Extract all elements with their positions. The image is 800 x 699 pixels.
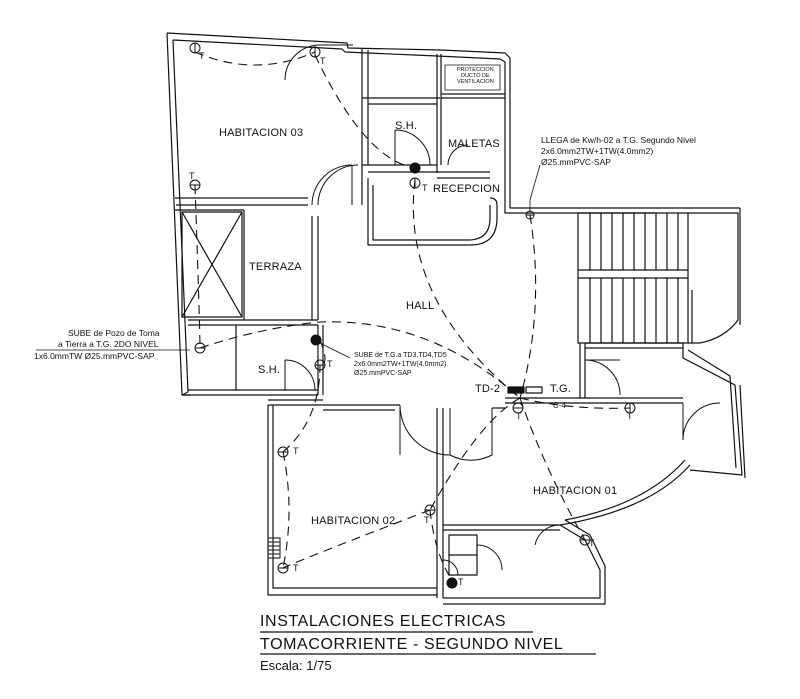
outlet-tag: T	[320, 56, 326, 66]
note-llega-line2: 2x6.0mm2TW+1TW(4.0mm2)	[541, 146, 654, 156]
outlet-tag: T	[199, 51, 205, 61]
title-underlines	[260, 631, 596, 655]
note-sube-tg-line3: Ø25.mmPVC-SAP	[354, 370, 412, 377]
panel-tag-tg: T.G.	[550, 383, 571, 395]
stairs	[577, 207, 746, 479]
scale-label: Escala: 1/75	[260, 658, 332, 673]
interior-walls	[175, 48, 691, 605]
leader-lines	[36, 164, 541, 359]
room-label-sh-left: S.H.	[258, 364, 281, 376]
door-swings	[284, 44, 721, 576]
note-llega-line1: LLEGA de Kw/h-02 a T.G. Segundo Nivel	[541, 135, 696, 145]
proteccion-box	[444, 64, 501, 91]
outlet-tag: T	[293, 563, 299, 573]
room-label-habitacion-01: HABITACION 01	[533, 485, 618, 497]
note-sube-pozo-line2: a Tierra a T.G. 2DO NIVEL	[58, 339, 159, 349]
room-label-terraza: TERRAZA	[249, 261, 302, 273]
note-llega-line3: Ø25.mmPVC-SAP	[541, 157, 611, 167]
outlet-tag: T	[424, 515, 430, 525]
exterior-walls	[166, 32, 655, 396]
room-label-sh-top: S.H.	[395, 120, 418, 132]
note-proteccion: PROTECCION DUCTO DE VENTILACION	[457, 67, 494, 85]
outlet-tag: T	[189, 171, 195, 181]
room-label-habitacion-02: HABITACION 02	[311, 515, 396, 527]
outlet-tag: T	[458, 577, 464, 587]
title-line-2: TOMACORRIENTE - SEGUNDO NIVEL	[260, 636, 564, 653]
room-label-habitacion-03: HABITACION 03	[219, 127, 304, 139]
hatched-column	[267, 537, 281, 559]
title-line-1: INSTALACIONES ELECTRICAS	[260, 613, 507, 630]
outlet-tag: T	[516, 411, 522, 421]
panel-tag-td2: TD-2	[475, 383, 501, 395]
outlet-tag: T	[327, 359, 333, 369]
note-sube-tg-line2: 2x6.0mm2TW+1TW(4.0mm2)	[354, 361, 447, 368]
dashed-circuits	[194, 51, 631, 581]
note-sube-pozo-line3: 1x6.0mmTW Ø25.mmPVC-SAP	[34, 351, 155, 361]
room-label-hall: HALL	[406, 300, 435, 312]
outlet-tag: T	[627, 411, 633, 421]
outlet-tag: T	[293, 446, 299, 456]
room-label-recepcion: RECEPCION	[433, 183, 501, 195]
note-sube-tg-line1: SUBE de T.G.a TD3,TD4,TD5	[354, 352, 447, 359]
room-label-maletas: MALETAS	[448, 138, 500, 150]
panel-boards	[507, 386, 543, 394]
outlet-tag: T	[589, 538, 595, 548]
outlet-tag: T	[422, 183, 428, 193]
outlet-symbols	[189, 42, 636, 589]
note-sube-pozo-line1: SUBE de Pozo de Toma	[68, 328, 160, 338]
circuit-tag-c4: C-4	[553, 401, 566, 410]
